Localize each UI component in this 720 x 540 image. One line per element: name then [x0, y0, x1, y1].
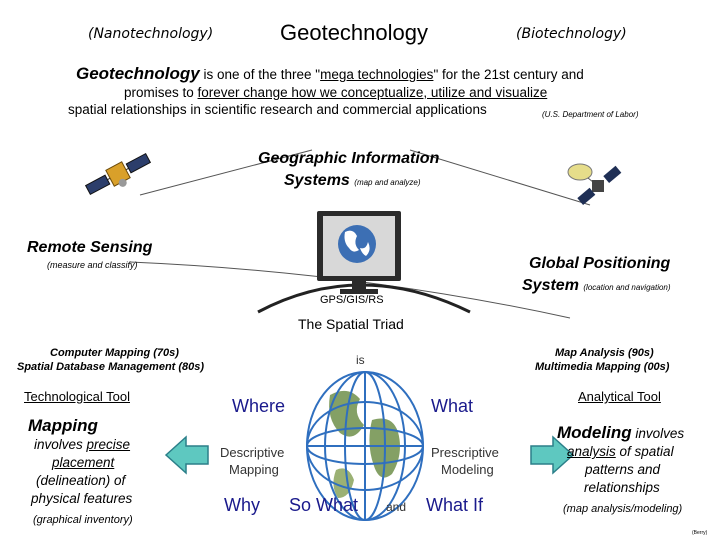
descriptive-1: Descriptive: [220, 445, 285, 460]
right-era-1: Map Analysis (90s): [555, 347, 654, 359]
prescriptive-1: Prescriptive: [431, 445, 499, 460]
what-if-label: What If: [426, 495, 484, 515]
page-title: Geotechnology: [280, 20, 428, 45]
mapping-desc-1: involves precise: [34, 437, 130, 452]
biotech-tag: (Biotechnology): [516, 26, 627, 42]
modeling-arrow: [530, 435, 575, 475]
intro-text-3: spatial relationships in scientific rese…: [68, 102, 487, 117]
intro-lead: Geotechnology: [76, 64, 200, 83]
modeling-desc-1u: analysis: [567, 444, 616, 459]
intro-underlined: forever change how we conceptualize, uti…: [197, 85, 548, 100]
prescriptive-2: Modeling: [441, 462, 494, 477]
gis-title-1: Geographic Information: [258, 150, 440, 167]
left-era-1: Computer Mapping (70s): [50, 347, 179, 359]
intro-line-1: Geotechnology is one of the three "mega …: [76, 64, 584, 84]
gps-title-2-row: System (location and navigation): [522, 277, 671, 295]
right-era-2: Multimedia Mapping (00s): [535, 361, 670, 373]
left-era-2: Spatial Database Management (80s): [17, 361, 205, 373]
modeling-heading-row: Modeling involves: [557, 423, 684, 443]
modeling-heading-rest: involves: [631, 426, 685, 441]
intro-text-1: is one of the three ": [199, 67, 321, 82]
where-label: Where: [232, 396, 286, 416]
modeling-desc-1: analysis of spatial: [567, 444, 674, 459]
satellite-icon: [84, 152, 152, 196]
modeling-desc-3: relationships: [584, 480, 660, 495]
mapping-desc-1a: involves: [34, 437, 87, 452]
mapping-desc-1u: precise: [86, 437, 131, 452]
modeling-heading: Modeling: [557, 423, 632, 442]
credit: (Berry): [692, 530, 708, 536]
mapping-desc-2: placement: [52, 455, 115, 470]
gis-title-2-row: Systems (map and analyze): [284, 172, 421, 190]
arc-label: GPS/GIS/RS: [320, 294, 384, 306]
mapping-desc-4: physical features: [31, 491, 133, 506]
mapping-heading: Mapping: [28, 416, 98, 435]
gis-note: (map and analyze): [354, 178, 421, 187]
intro-line-3: spatial relationships in scientific rese…: [68, 102, 487, 117]
gps-title-1: Global Positioning: [529, 255, 671, 272]
intro-text-2: promises to: [124, 85, 198, 100]
mapping-arrow: [164, 435, 209, 475]
triad-caption: The Spatial Triad: [298, 316, 404, 332]
modeling-desc-1a: of spatial: [615, 444, 674, 459]
monitor-icon: [317, 211, 401, 294]
mapping-desc-3: (delineation) of: [36, 473, 126, 488]
descriptive-2: Mapping: [229, 462, 279, 477]
what-label: What: [431, 396, 474, 416]
gps-title-2: System: [522, 277, 579, 294]
intro-mega: mega technologies: [320, 67, 434, 82]
is-label: is: [356, 353, 365, 367]
gps-note: (location and navigation): [583, 283, 671, 292]
intro-line-2: promises to forever change how we concep…: [124, 85, 547, 100]
gps-satellite-icon: [567, 163, 622, 205]
why-label: Why: [224, 495, 260, 515]
intro-text-1b: " for the 21st century and: [433, 67, 584, 82]
and-label: and: [386, 500, 407, 514]
triad-line-left: [139, 149, 313, 196]
triad-line-right: [409, 149, 591, 206]
rs-note: (measure and classify): [47, 260, 138, 270]
intro-source: (U.S. Department of Labor): [542, 110, 639, 119]
technological-tool: Technological Tool: [24, 389, 130, 404]
analytical-tool: Analytical Tool: [578, 389, 661, 404]
modeling-foot: (map analysis/modeling): [563, 503, 683, 515]
mapping-foot: (graphical inventory): [33, 514, 133, 526]
so-what-label: So What: [289, 495, 359, 515]
nanotech-tag: (Nanotechnology): [88, 26, 214, 42]
gis-title-2: Systems: [284, 172, 350, 189]
modeling-desc-2: patterns and: [585, 462, 661, 477]
globe-icon: [306, 371, 424, 521]
rs-title: Remote Sensing: [27, 239, 153, 256]
